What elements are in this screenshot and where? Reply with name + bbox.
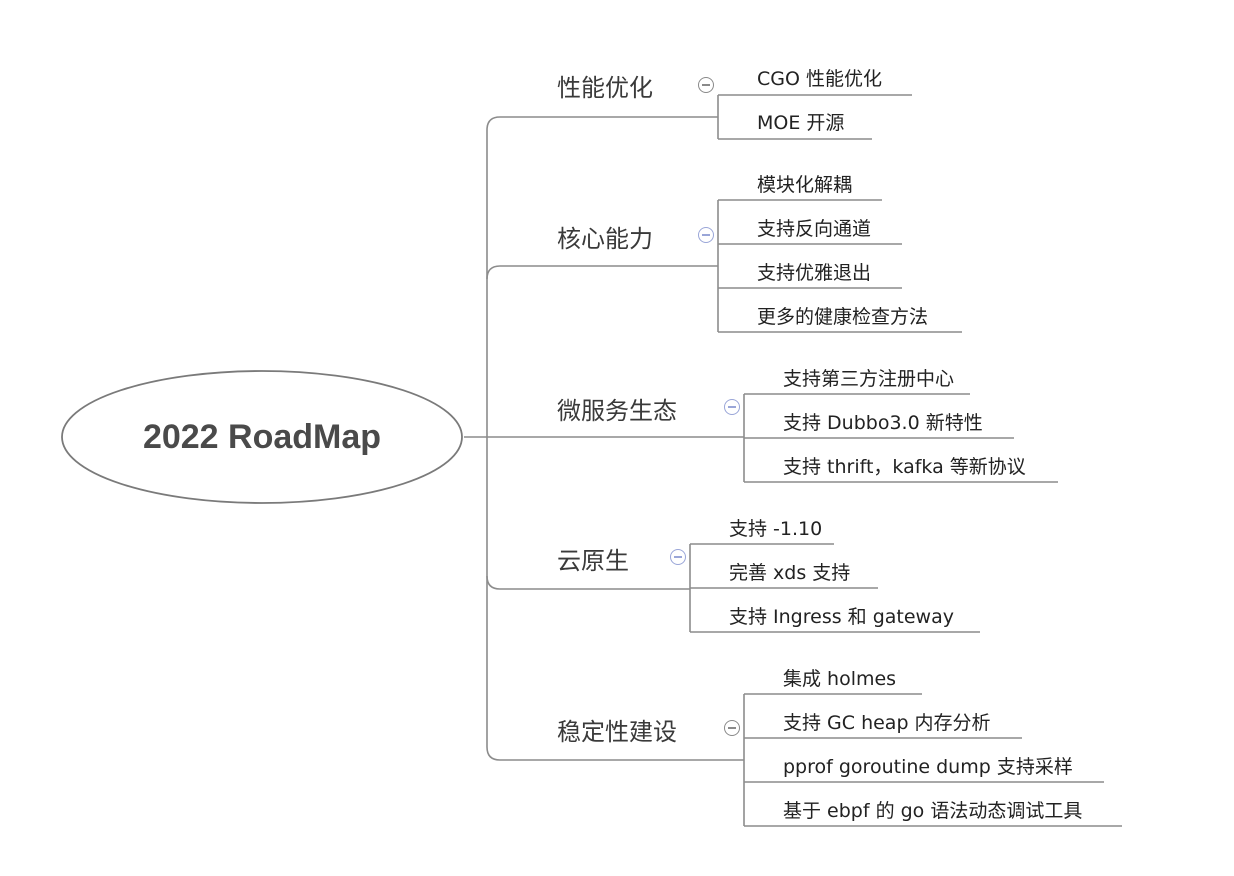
leaf-node[interactable]: 完善 xds 支持 <box>729 562 851 584</box>
leaf-node[interactable]: 支持第三方注册中心 <box>783 368 955 390</box>
root-node-label: 2022 RoadMap <box>142 417 382 456</box>
collapse-icon[interactable] <box>724 720 740 736</box>
branch-line-4 <box>486 575 690 590</box>
branch-node-microservice-ecosystem[interactable]: 微服务生态 <box>557 397 677 425</box>
spine-line <box>486 116 501 761</box>
branch-node-cloud-native[interactable]: 云原生 <box>557 547 629 575</box>
collapse-icon[interactable] <box>724 399 740 415</box>
leaf-node[interactable]: 支持 thrift，kafka 等新协议 <box>783 456 1026 478</box>
branch-node-core-capability[interactable]: 核心能力 <box>557 225 653 253</box>
leaf-node[interactable]: 支持 Ingress 和 gateway <box>729 606 954 628</box>
leaf-node[interactable]: 更多的健康检查方法 <box>757 306 929 328</box>
leaf-node[interactable]: 支持 GC heap 内存分析 <box>783 712 991 734</box>
collapse-icon[interactable] <box>698 77 714 93</box>
collapse-icon[interactable] <box>698 227 714 243</box>
leaf-node[interactable]: 集成 holmes <box>783 668 897 690</box>
root-node[interactable]: 2022 RoadMap <box>62 372 462 502</box>
branch-node-performance[interactable]: 性能优化 <box>557 74 653 102</box>
leaf-node[interactable]: 支持反向通道 <box>757 218 872 240</box>
leaf-node[interactable]: 支持 -1.10 <box>729 518 823 540</box>
leaf-node[interactable]: 模块化解耦 <box>757 174 853 196</box>
leaf-node[interactable]: CGO 性能优化 <box>757 68 882 90</box>
branch-line-2 <box>486 265 718 280</box>
branch-node-stability[interactable]: 稳定性建设 <box>557 718 677 746</box>
collapse-icon[interactable] <box>670 549 686 565</box>
root-node-ellipse <box>61 370 463 504</box>
leaf-node[interactable]: 支持 Dubbo3.0 新特性 <box>783 412 983 434</box>
leaf-node[interactable]: 基于 ebpf 的 go 语法动态调试工具 <box>783 800 1083 822</box>
leaf-node[interactable]: 支持优雅退出 <box>757 262 872 284</box>
leaf-node[interactable]: MOE 开源 <box>757 112 845 134</box>
leaf-node[interactable]: pprof goroutine dump 支持采样 <box>783 756 1073 778</box>
